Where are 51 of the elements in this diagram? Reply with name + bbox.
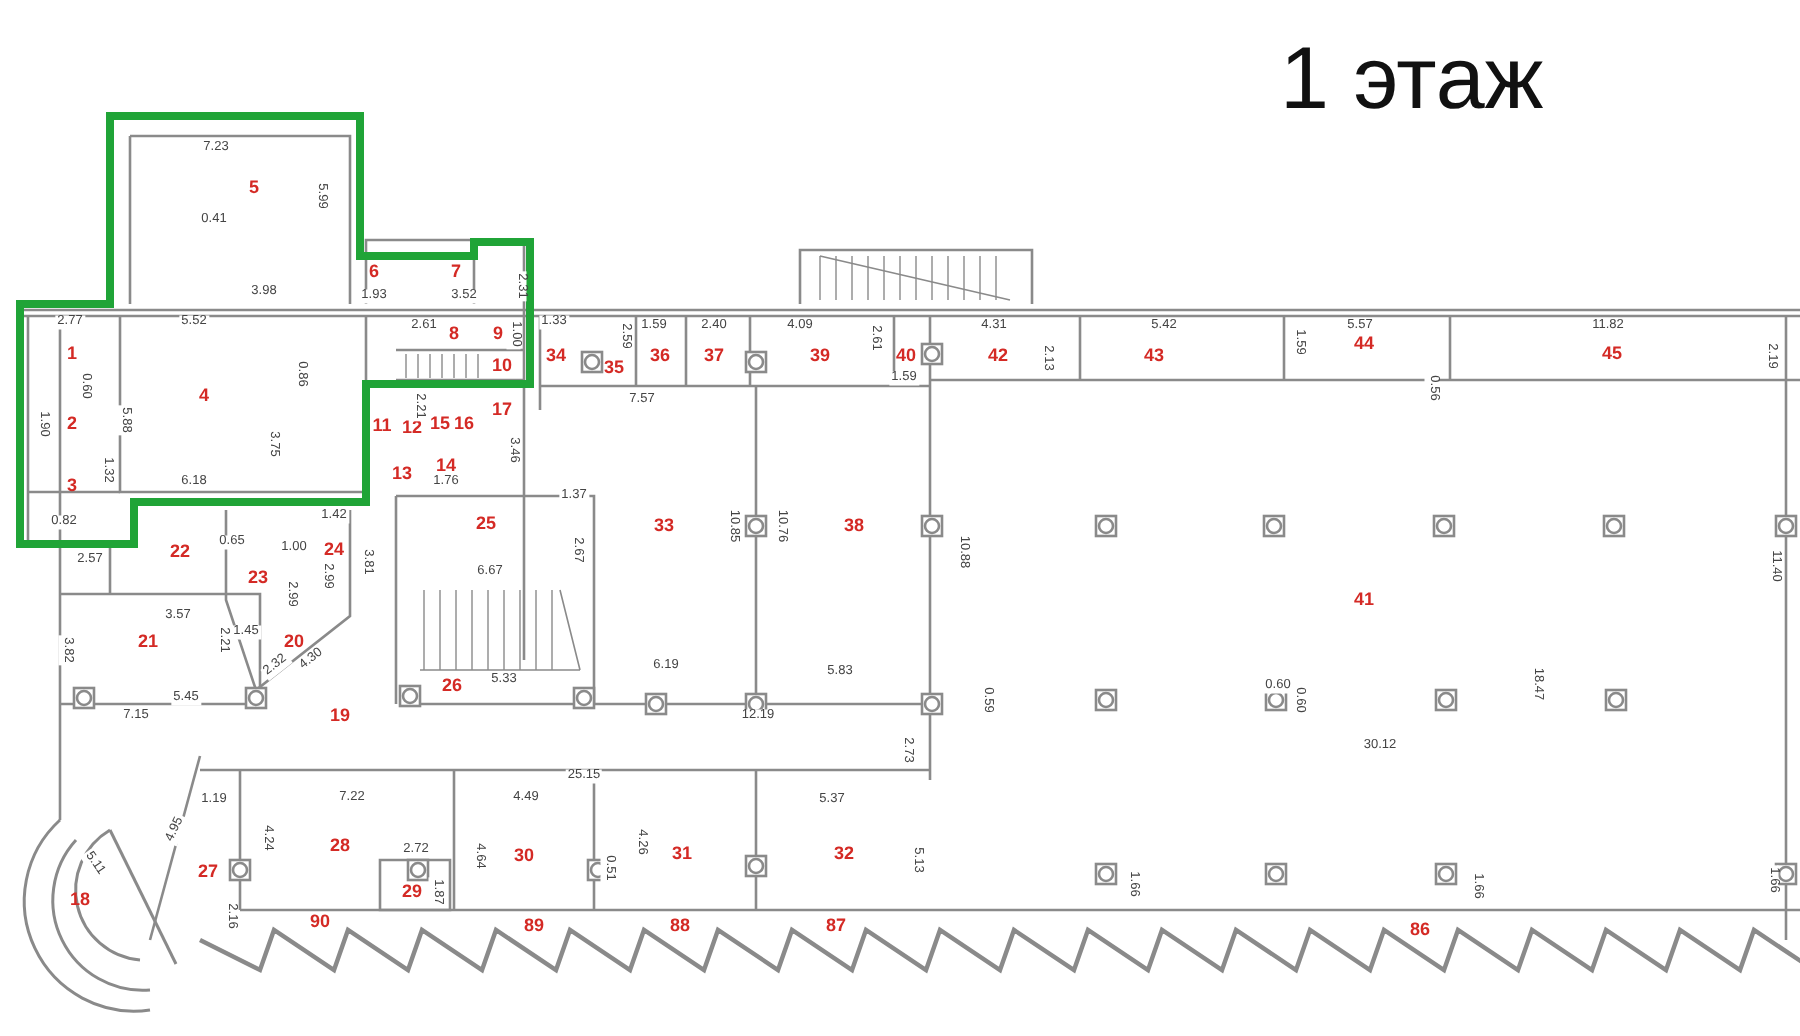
room-number: 44 <box>1352 335 1376 353</box>
room-number: 25 <box>474 515 498 533</box>
room-number: 13 <box>390 465 414 483</box>
room-number: 17 <box>490 401 514 419</box>
room-number: 30 <box>512 847 536 865</box>
room-number: 32 <box>832 845 856 863</box>
room-number: 34 <box>544 347 568 365</box>
room-number: 9 <box>491 325 505 343</box>
room-number: 3 <box>65 477 79 495</box>
room-number: 18 <box>68 891 92 909</box>
room-number: 88 <box>668 917 692 935</box>
room-number: 2 <box>65 415 79 433</box>
room-number: 14 <box>434 457 458 475</box>
room-number: 16 <box>452 415 476 433</box>
room-number: 23 <box>246 569 270 587</box>
room-number: 35 <box>602 359 626 377</box>
room-number: 40 <box>894 347 918 365</box>
room-number: 20 <box>282 633 304 651</box>
room-number: 87 <box>824 917 848 935</box>
room-number: 31 <box>670 845 694 863</box>
room-number: 27 <box>196 863 220 881</box>
room-number: 5 <box>247 179 261 197</box>
room-number: 86 <box>1408 921 1432 939</box>
room-number: 24 <box>322 541 346 559</box>
room-number: 36 <box>648 347 672 365</box>
room-number: 39 <box>808 347 832 365</box>
room-number: 15 <box>428 415 452 433</box>
room-number: 1 <box>65 345 79 363</box>
room-number: 41 <box>1352 591 1376 609</box>
room-number: 6 <box>367 263 381 281</box>
room-number: 26 <box>440 677 464 695</box>
room-number: 45 <box>1600 345 1624 363</box>
room-number: 19 <box>328 707 352 725</box>
room-number: 10 <box>490 357 514 375</box>
room-number: 11 <box>370 417 394 435</box>
room-number: 33 <box>652 517 676 535</box>
room-number: 22 <box>168 543 192 561</box>
room-number: 42 <box>986 347 1010 365</box>
room-number: 38 <box>842 517 866 535</box>
room-number: 4 <box>197 387 211 405</box>
room-number: 37 <box>702 347 726 365</box>
room-number: 28 <box>328 837 352 855</box>
floor-title: 1 этаж <box>1280 36 1544 124</box>
room-number: 89 <box>522 917 546 935</box>
room-number: 90 <box>308 913 332 931</box>
room-number: 21 <box>136 633 160 651</box>
room-number: 12 <box>400 419 422 437</box>
room-number: 43 <box>1142 347 1166 365</box>
room-number: 7 <box>449 263 463 281</box>
room-number: 29 <box>400 883 424 901</box>
room-number: 8 <box>447 325 461 343</box>
